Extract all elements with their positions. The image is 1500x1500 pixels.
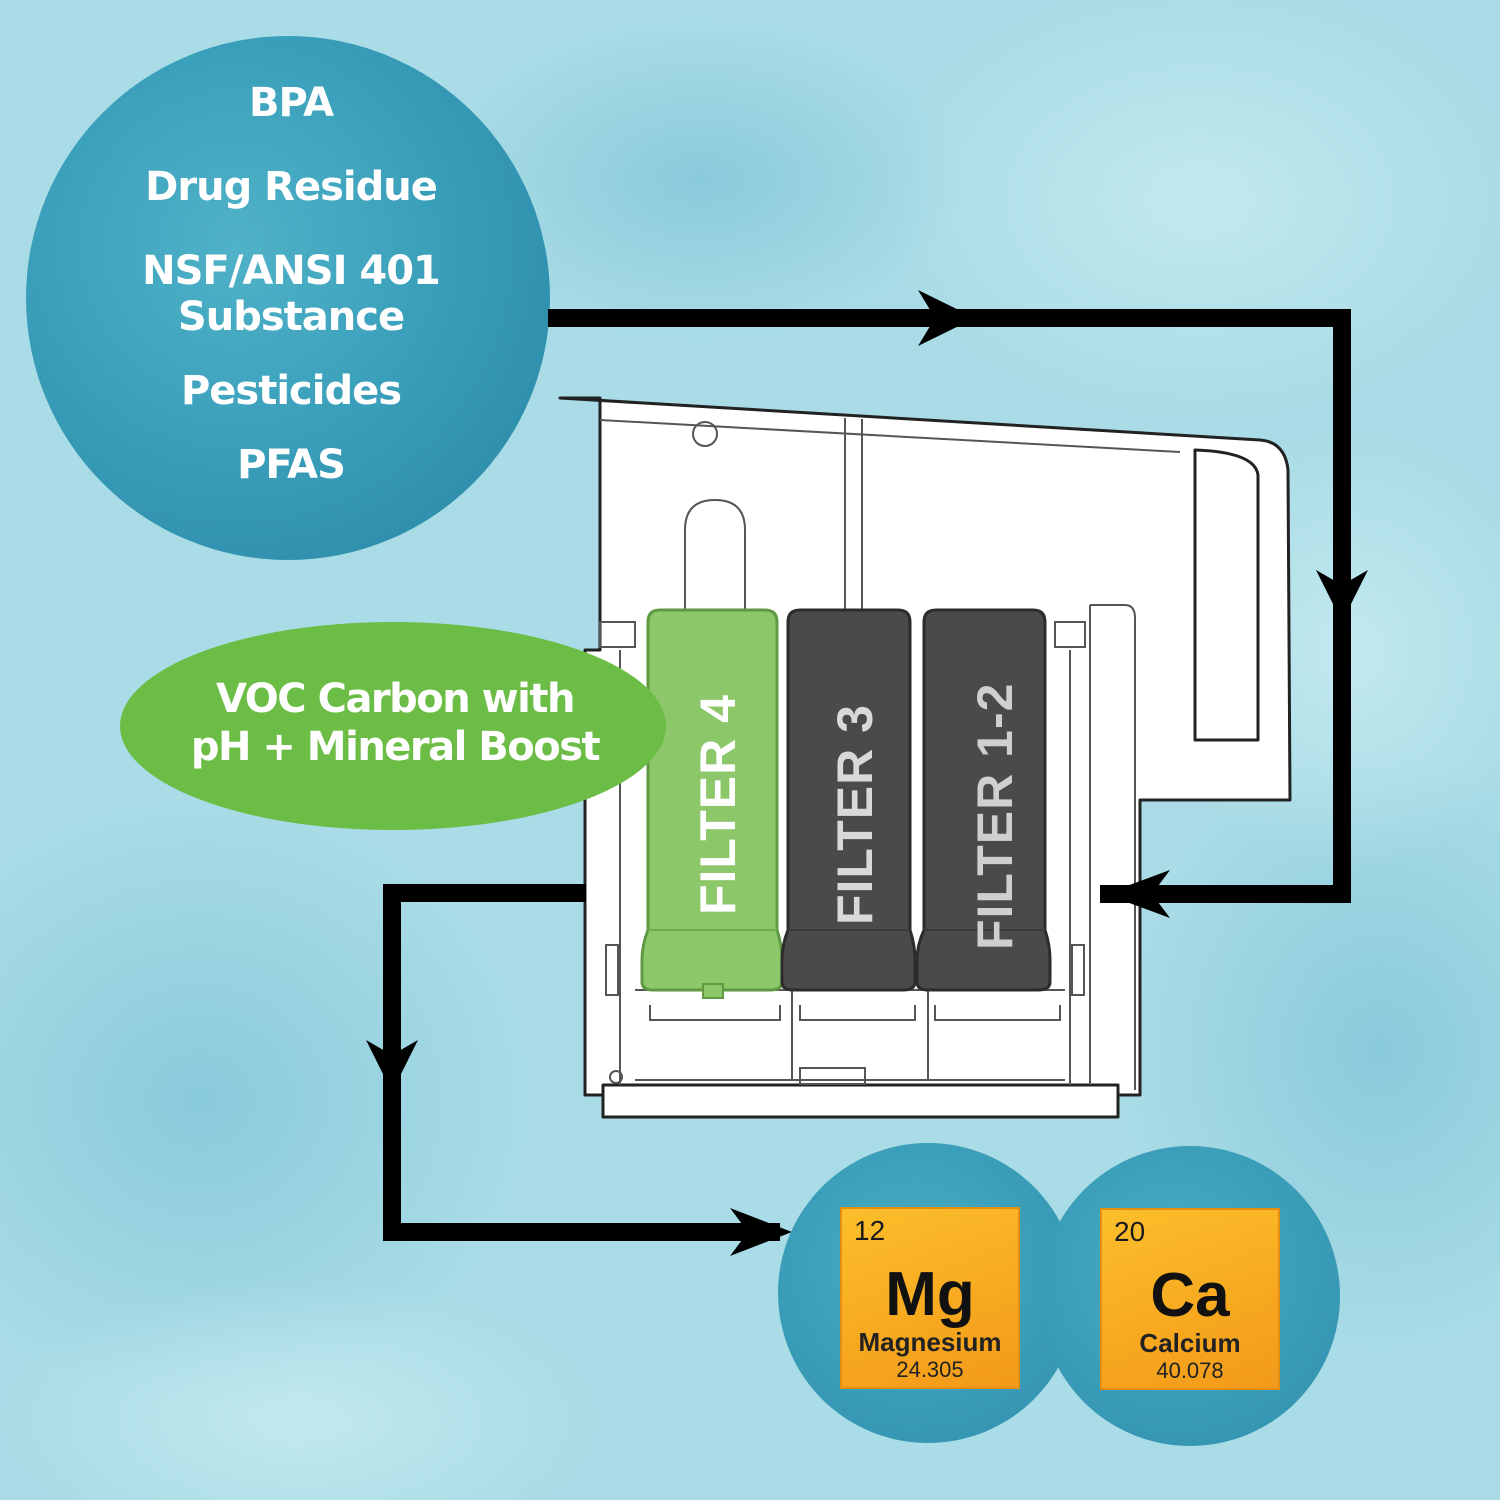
element-symbol: Mg (885, 1260, 975, 1329)
magnesium-element-tile: 12 Mg Magnesium 24.305 (840, 1207, 1020, 1389)
contaminant-substance: Substance (177, 294, 405, 340)
element-name: Magnesium (858, 1327, 1002, 1357)
contaminants-list: BPA Drug Residue NSF/ANSI 401 Substance … (96, 80, 486, 488)
element-name: Calcium (1139, 1328, 1241, 1358)
arrowhead-left-middle (1105, 870, 1170, 918)
voc-callout-text: VOC Carbon with pH + Mineral Boost (150, 675, 640, 771)
calcium-element-tile: 20 Ca Calcium 40.078 (1100, 1208, 1280, 1390)
contaminants-circle (26, 36, 550, 560)
voc-callout-line2: pH + Mineral Boost (190, 724, 601, 770)
voc-callout-oval (120, 622, 666, 830)
arrowhead-down-right (1316, 570, 1368, 622)
arrowhead-down-left (366, 1040, 418, 1092)
flow-arrowheads (366, 290, 1368, 1256)
contaminant-drug-residue: Drug Residue (145, 164, 438, 210)
element-number: 20 (1114, 1216, 1146, 1247)
filter-3-cartridge (780, 608, 917, 992)
arrowhead-right-bottom (730, 1208, 792, 1256)
filter-4-label: FILTER 4 (690, 694, 746, 915)
pitcher-details (599, 418, 1181, 1090)
element-mass: 24.305 (896, 1357, 964, 1382)
element-symbol: Ca (1150, 1261, 1230, 1330)
voc-callout-line1: VOC Carbon with (216, 676, 575, 722)
filter-3-label: FILTER 3 (827, 704, 883, 925)
contaminant-pesticides: Pesticides (180, 368, 402, 414)
element-mass: 40.078 (1156, 1358, 1224, 1383)
element-number: 12 (854, 1215, 886, 1246)
filter-1-2-cartridge (915, 608, 1052, 992)
contaminant-pfas: PFAS (237, 442, 346, 488)
filter-1-2-label: FILTER 1-2 (967, 683, 1023, 950)
arrowhead-right-top (918, 290, 975, 346)
contaminant-nsf-ansi-401: NSF/ANSI 401 (142, 248, 441, 294)
contaminant-bpa: BPA (248, 80, 334, 126)
